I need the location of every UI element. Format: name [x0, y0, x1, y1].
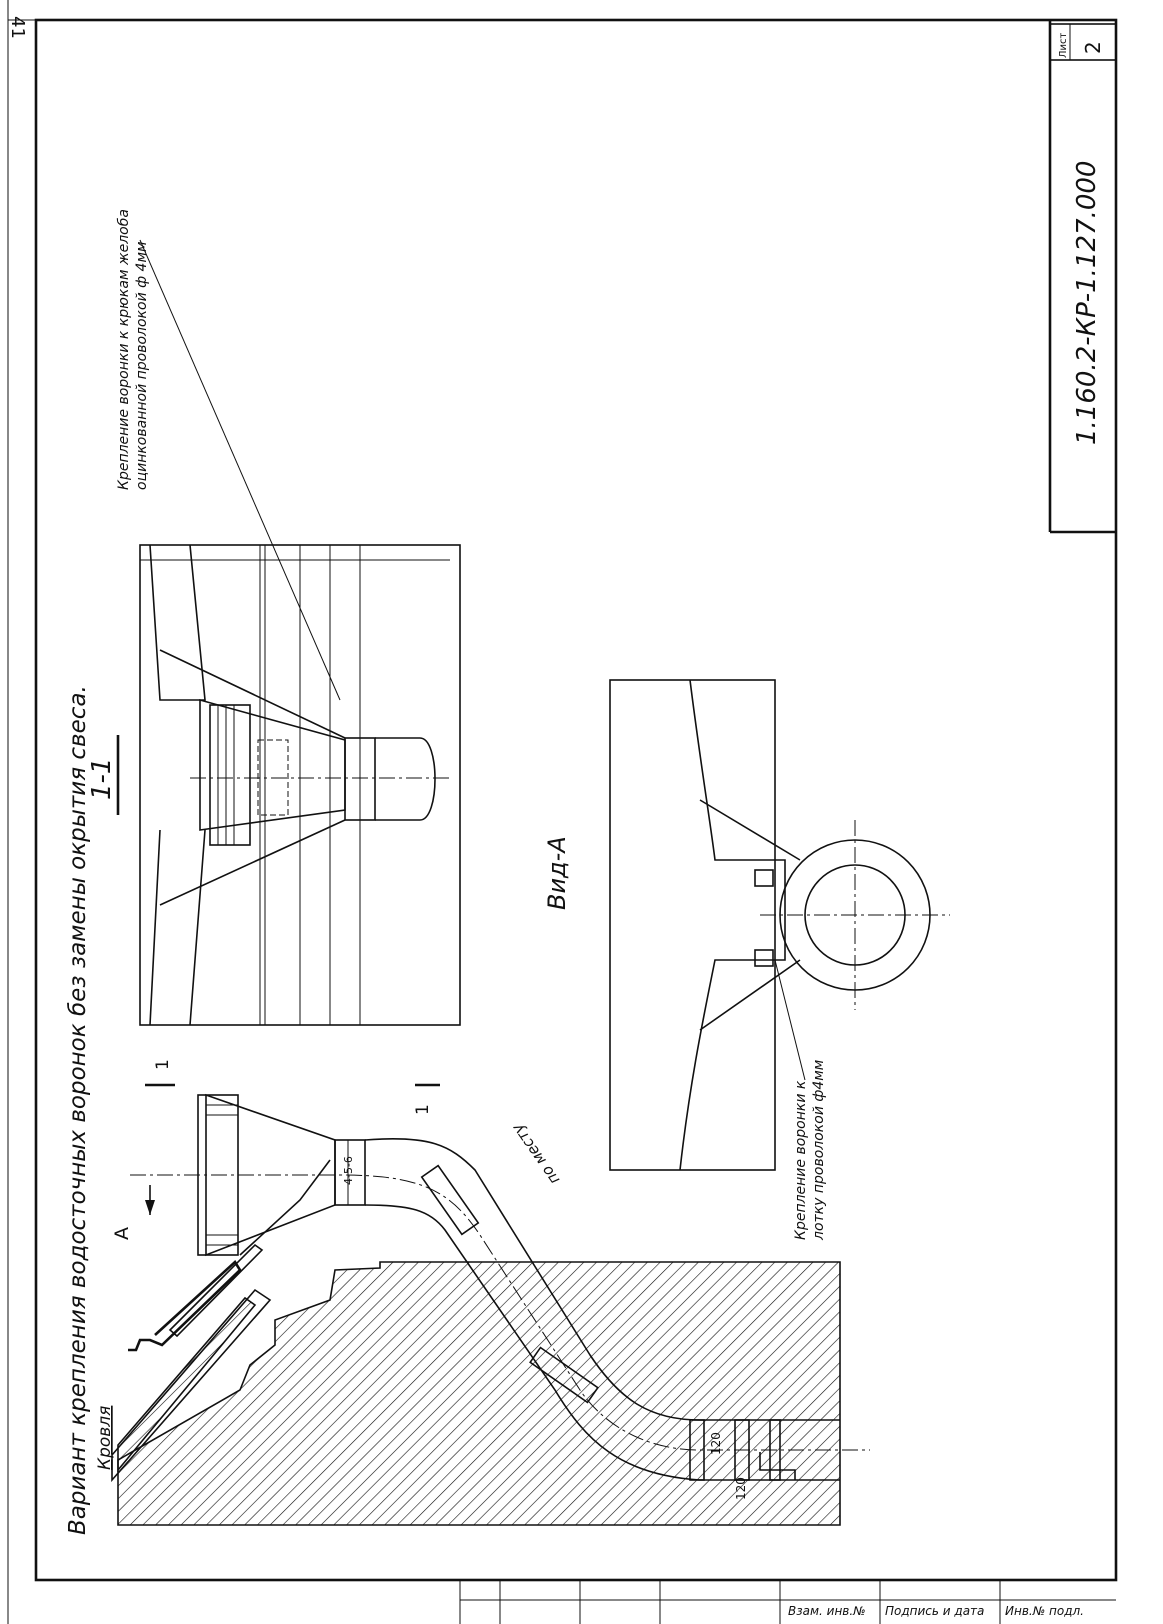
hook-fastening-note-line1: Крепление воронки к крюкам желоба	[116, 209, 132, 490]
roof-label: Кровля	[95, 1406, 115, 1470]
section-1-1-title: 1-1	[87, 758, 117, 800]
section-1-1-drawing	[139, 239, 461, 1026]
downpipe-elbow	[364, 1137, 840, 1421]
sheet-number: 2	[1081, 41, 1105, 54]
sheet-title: Вариант крепления водосточных воронок бе…	[65, 685, 91, 1535]
stamp-replace-inv: Взам. инв.№	[788, 1604, 866, 1618]
dimension-120-a: 120	[709, 1432, 723, 1455]
corner-page-number: 41	[7, 16, 28, 39]
stamp-inv-no: Инв.№ подл.	[1005, 1604, 1084, 1618]
sheet-number-label: Лист	[1058, 32, 1069, 58]
dimension-by-place: по месту	[508, 1119, 564, 1188]
stamp-strip	[459, 1580, 1116, 1624]
view-arrow-a: А	[111, 1227, 133, 1240]
section-funnel	[199, 698, 346, 831]
dimension-120-b: 120	[734, 1477, 748, 1500]
sheet-frame	[7, 0, 1118, 1624]
view-a-drawing	[609, 679, 950, 1171]
wall-section	[117, 1261, 841, 1526]
tray-fastening-note-line1: Крепление воронки к	[793, 1080, 809, 1240]
roof-slab	[111, 1288, 272, 1483]
section-cut-label-bottom: 1	[413, 1104, 433, 1115]
tray-fastening-note-line2: лотку проволокой ф4мм	[811, 1059, 827, 1241]
funnel-clamp	[334, 1139, 366, 1206]
view-a-title: Вид-А	[543, 836, 571, 910]
clamp-dimension: 4-5-6	[342, 1156, 355, 1185]
title-block	[1048, 20, 1117, 534]
eaves-assembly-drawing	[111, 1093, 870, 1526]
document-code: 1.160.2-КР-1.127.000	[1072, 161, 1102, 445]
section-cut-label-top: 1	[153, 1059, 173, 1070]
hook-fastening-note-line2: оцинкованной проволокой ф 4мм	[134, 241, 150, 490]
stamp-sign-date: Подпись и дата	[885, 1604, 984, 1618]
